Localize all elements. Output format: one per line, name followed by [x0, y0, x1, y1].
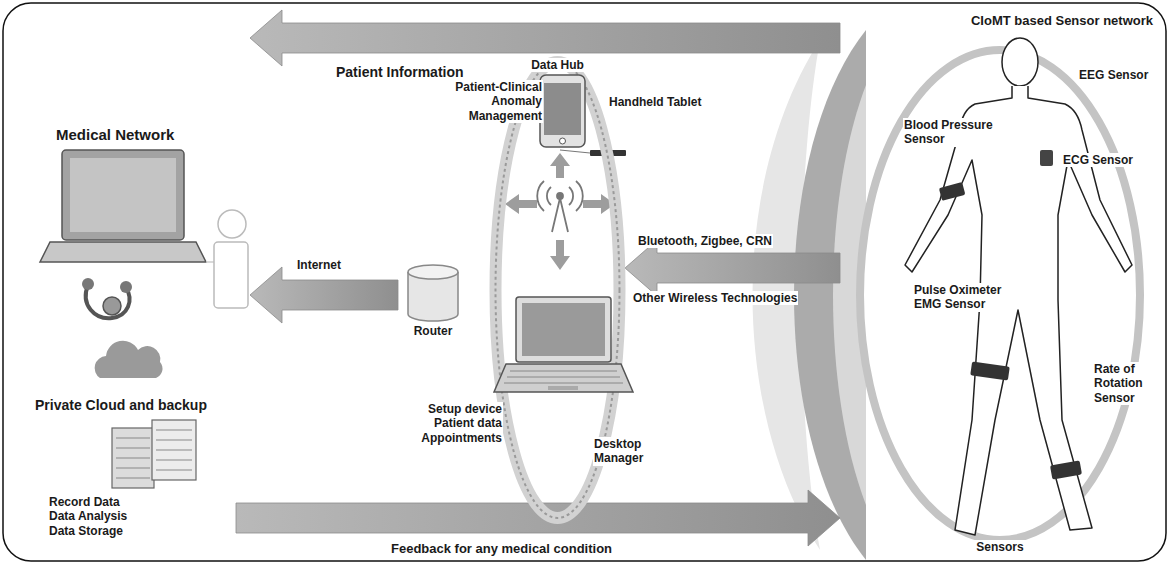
sensor-label: Rate of Rotation Sensor — [1093, 362, 1155, 405]
sensor-label: EEG Sensor — [1078, 68, 1149, 82]
antenna — [537, 181, 583, 232]
edge-label: Internet — [296, 258, 342, 272]
router: Router — [398, 262, 470, 342]
tablet-dongle — [560, 150, 626, 156]
edge-label: Patient Information — [335, 64, 465, 81]
node-text: Data Hub — [520, 58, 595, 72]
medical-laptop — [40, 150, 214, 262]
node-text: Record Data Data Analysis Data Storage — [48, 495, 143, 538]
node-text: CIoMT based Sensor network — [948, 13, 1154, 29]
sensor-label: ECG Sensor — [1062, 153, 1134, 167]
edge-label: Feedback for any medical condition — [390, 541, 613, 557]
frame — [3, 3, 1166, 561]
node-text: Handheld Tablet — [608, 95, 708, 109]
bp-cuff — [939, 182, 966, 201]
data-hub-ellipse: Data Hub Patient-Clinical Anomaly Manage… — [490, 56, 625, 522]
emg-band — [970, 361, 1010, 380]
node-text: Sensors — [950, 540, 1050, 554]
edge-label: Bluetooth, Zigbee, CRN — [637, 234, 773, 248]
node-text: Setup device Patient data Appointments — [398, 402, 503, 445]
server-icons — [112, 420, 196, 488]
rotation-band — [1050, 461, 1082, 480]
block-arrow — [625, 240, 840, 296]
stethoscope — [82, 278, 132, 318]
sensor-label: Blood Pressure Sensor — [903, 118, 1001, 147]
private-cloud: Private Cloud and backupRecord Data Data… — [8, 335, 236, 547]
node-text: Patient-Clinical Anomaly Management — [440, 80, 543, 123]
desktop-manager: Setup device Patient data AppointmentsDe… — [398, 292, 661, 477]
figure-head — [1002, 38, 1038, 86]
doctor-figure — [214, 210, 248, 308]
sensor-network: CIoMT based Sensor networkSensors — [840, 5, 1162, 558]
node-text: Desktop Manager — [593, 437, 659, 466]
cloud-icon — [95, 341, 163, 378]
sensor-label: Other Wireless Technologies — [632, 291, 798, 305]
node-text: Private Cloud and backup — [8, 397, 234, 414]
ecg-patch — [1040, 150, 1053, 166]
handheld-tablet: Patient-Clinical Anomaly Management Handh… — [440, 75, 710, 150]
node-text: Medical Network — [55, 126, 215, 144]
medical-network: Medical Network — [40, 60, 250, 333]
sensor-ellipse — [840, 5, 1162, 558]
node-text: Router — [398, 324, 468, 338]
block-arrow — [250, 267, 398, 323]
hub-arrows — [505, 153, 615, 270]
sensor-label: Pulse Oximeter EMG Sensor — [913, 283, 1015, 312]
